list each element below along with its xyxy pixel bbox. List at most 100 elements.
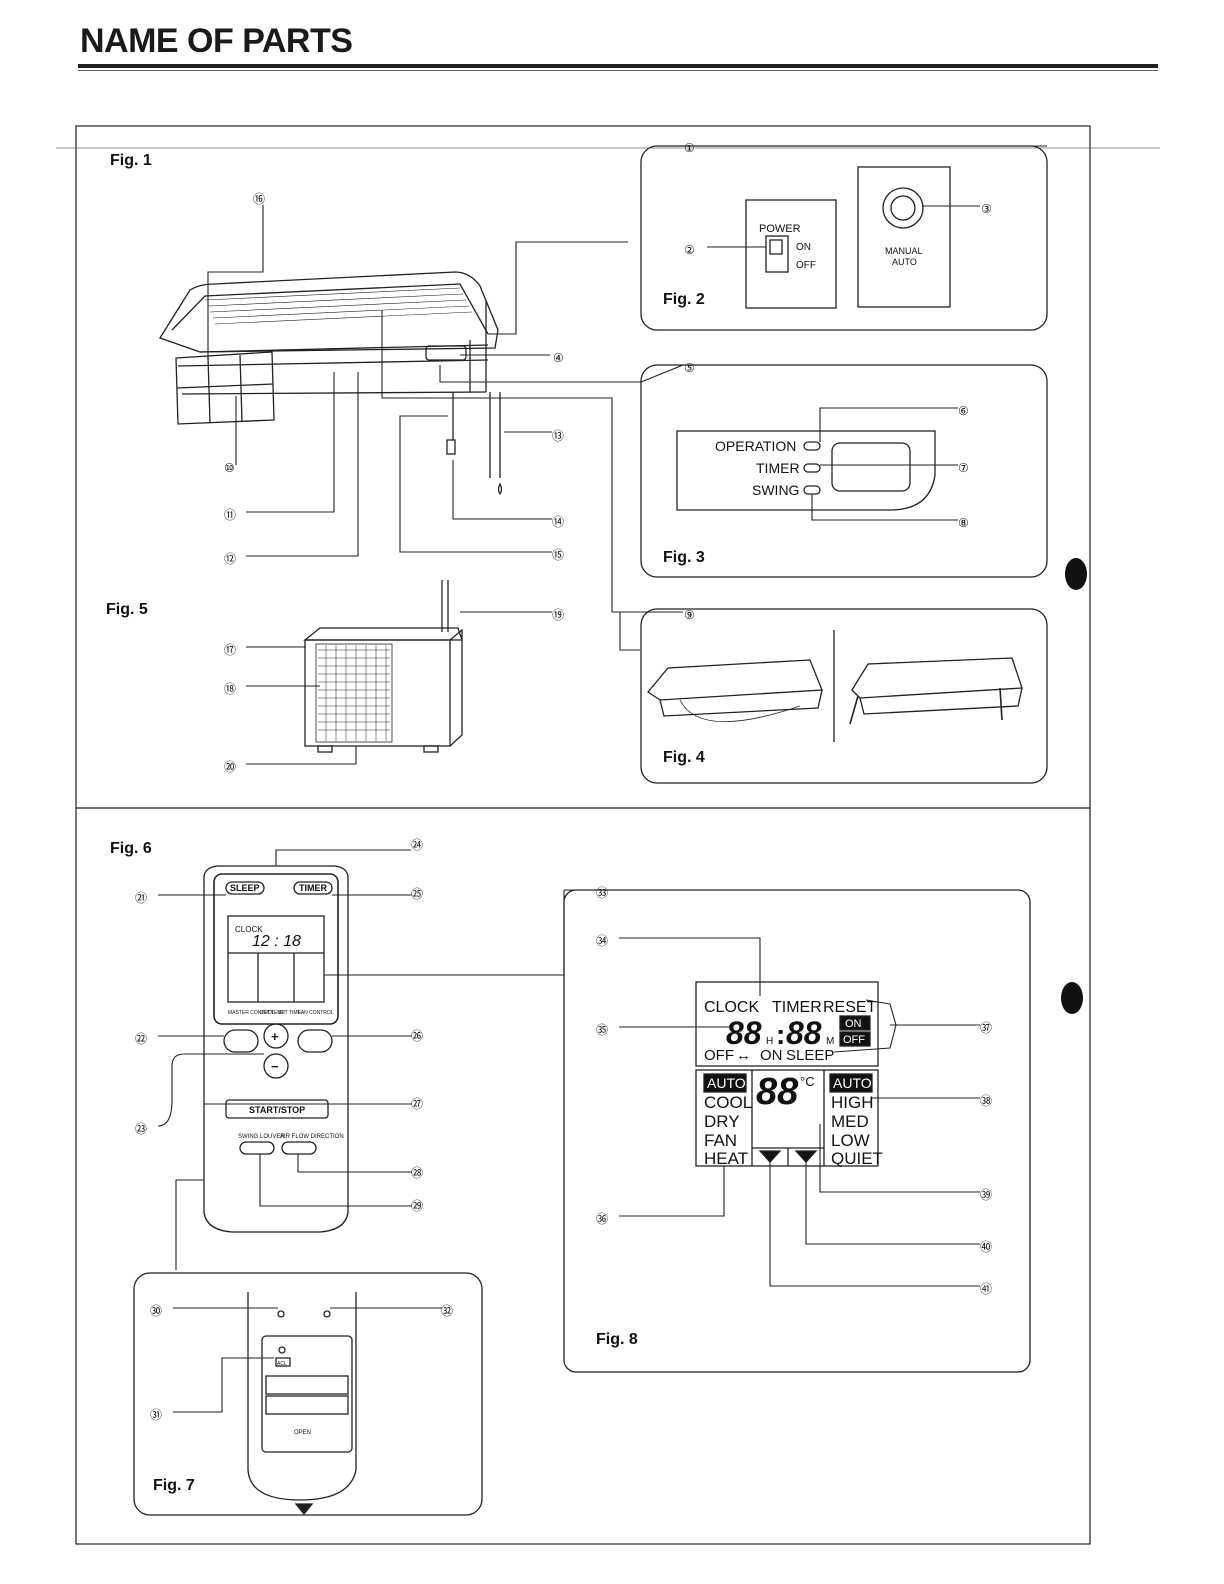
remote-set-time-label: SET TIME [278, 1010, 302, 1016]
remote-minus-label: − [271, 1059, 279, 1074]
callout-14: ⑭ [552, 515, 564, 529]
lcd-heat: HEAT [704, 1149, 748, 1168]
lcd-temp-digits: 88 [756, 1071, 799, 1113]
callout-11: ⑪ [224, 508, 236, 522]
remote-set-temp-label: SET TEMP. [260, 1010, 286, 1016]
callout-26: ㉖ [411, 1029, 423, 1043]
remote-drawing [203, 865, 349, 1233]
callout-7: ⑦ [958, 461, 969, 475]
callout-23: ㉓ [135, 1122, 147, 1136]
timer-lamp-label: TIMER [756, 460, 800, 476]
binding-hole-mark [1065, 558, 1087, 590]
callout-2: ② [684, 243, 695, 257]
indoor-unit-drawing [159, 271, 503, 496]
fig8-leaders [564, 889, 980, 1287]
manual-label: MANUAL [885, 246, 923, 256]
remote-start-stop-label: START/STOP [249, 1105, 305, 1115]
callout-39: ㊴ [980, 1188, 992, 1202]
lcd-mode-auto: AUTO [707, 1075, 746, 1091]
remote-master-control-label: MASTER CONTROL [228, 1010, 275, 1016]
callout-19: ⑲ [552, 608, 564, 622]
callout-28: ㉘ [411, 1166, 423, 1180]
lcd-on-box: ON [845, 1018, 862, 1030]
lcd-fan: FAN [704, 1131, 737, 1150]
remote-fan-control-label: FAN CONTROL [298, 1010, 334, 1016]
lcd-minutes-digits: 88 [786, 1015, 822, 1051]
callout-8: ⑧ [958, 516, 969, 530]
lcd-reset: RESET [823, 999, 877, 1016]
remote-timer-label: TIMER [299, 883, 327, 893]
lcd-arrow: ↔ [736, 1047, 751, 1064]
lcd-timer: TIMER [772, 999, 822, 1016]
callout-32: ㉜ [441, 1304, 453, 1318]
callout-17: ⑰ [224, 643, 236, 657]
binding-hole-mark [1061, 982, 1083, 1014]
fig8-label: Fig. 8 [596, 1331, 638, 1348]
callout-6: ⑥ [958, 404, 969, 418]
fig4-label: Fig. 4 [663, 749, 705, 766]
callout-35: ㉟ [596, 1023, 608, 1037]
fig7-label: Fig. 7 [153, 1477, 195, 1494]
callout-33: ㉝ [596, 886, 608, 900]
remote-swing-louver-label: SWING LOUVER [238, 1134, 285, 1140]
fig1-label: Fig. 1 [110, 152, 152, 169]
fig6-leaders [157, 849, 565, 1270]
callout-27: ㉗ [411, 1097, 423, 1111]
power-off-label: OFF [796, 260, 816, 271]
fig3-panel [640, 364, 1048, 578]
callout-18: ⑱ [224, 682, 236, 696]
callout-30: ㉚ [150, 1304, 162, 1318]
lcd-clock: CLOCK [704, 999, 759, 1016]
lcd-high: HIGH [831, 1093, 874, 1112]
lcd-med: MED [831, 1112, 869, 1131]
callout-31: ㉛ [150, 1408, 162, 1422]
callout-40: ㊵ [980, 1240, 992, 1254]
callout-9: ⑨ [684, 608, 695, 622]
callout-10: ⑩ [224, 461, 235, 475]
title-rule [78, 64, 1158, 68]
callout-34: ㉞ [596, 934, 608, 948]
operation-label: OPERATION [715, 438, 796, 454]
callout-41: ㊶ [980, 1282, 992, 1296]
lcd-cool: COOL [704, 1093, 752, 1112]
callout-3: ③ [981, 202, 992, 216]
remote-clock-label: CLOCK [235, 925, 263, 934]
lcd-m-unit: M [826, 1036, 834, 1047]
callout-20: ⑳ [224, 760, 236, 774]
callout-4: ④ [553, 351, 564, 365]
lcd-quiet: QUIET [831, 1149, 883, 1168]
remote-back-drawing [133, 1272, 483, 1516]
fig1-leaders [207, 145, 1047, 765]
lcd-degc: °C [800, 1074, 815, 1089]
fig2-label: Fig. 2 [663, 291, 705, 308]
outdoor-unit-drawing [303, 580, 463, 753]
callout-38: ㊳ [980, 1094, 992, 1108]
acl-label: ACL [277, 1361, 287, 1367]
callout-25: ㉕ [411, 887, 423, 901]
power-label: POWER [759, 223, 801, 235]
remote-air-flow-label: AIR FLOW DIRECTION [280, 1134, 344, 1140]
fig5-label: Fig. 5 [106, 601, 148, 618]
remote-time-readout: 12 : 18 [252, 933, 301, 950]
lcd-fan-auto: AUTO [833, 1075, 872, 1091]
fig7-leaders [173, 1307, 442, 1413]
outer-frame [56, 125, 1160, 1545]
callout-15: ⑮ [552, 548, 564, 562]
lcd-colon: : [776, 1019, 785, 1050]
callout-36: ㊱ [596, 1212, 608, 1226]
lcd-hours-digits: 88 [726, 1015, 762, 1051]
fig3-label: Fig. 3 [663, 549, 705, 566]
fig8-panel [563, 889, 1031, 1373]
callout-29: ㉙ [411, 1199, 423, 1213]
fig4-panel [640, 608, 1048, 784]
lcd-h-unit: H [766, 1036, 773, 1047]
title-rule-thin [78, 70, 1158, 71]
callout-16: ⑯ [253, 192, 265, 206]
lcd-sleep: SLEEP [786, 1047, 834, 1064]
power-on-label: ON [796, 242, 811, 253]
callout-1: ① [684, 141, 695, 155]
swing-lamp-label: SWING [752, 482, 799, 498]
callout-24: ㉔ [411, 838, 423, 852]
remote-plus-label: + [271, 1029, 279, 1044]
callout-37: ㊲ [980, 1021, 992, 1035]
